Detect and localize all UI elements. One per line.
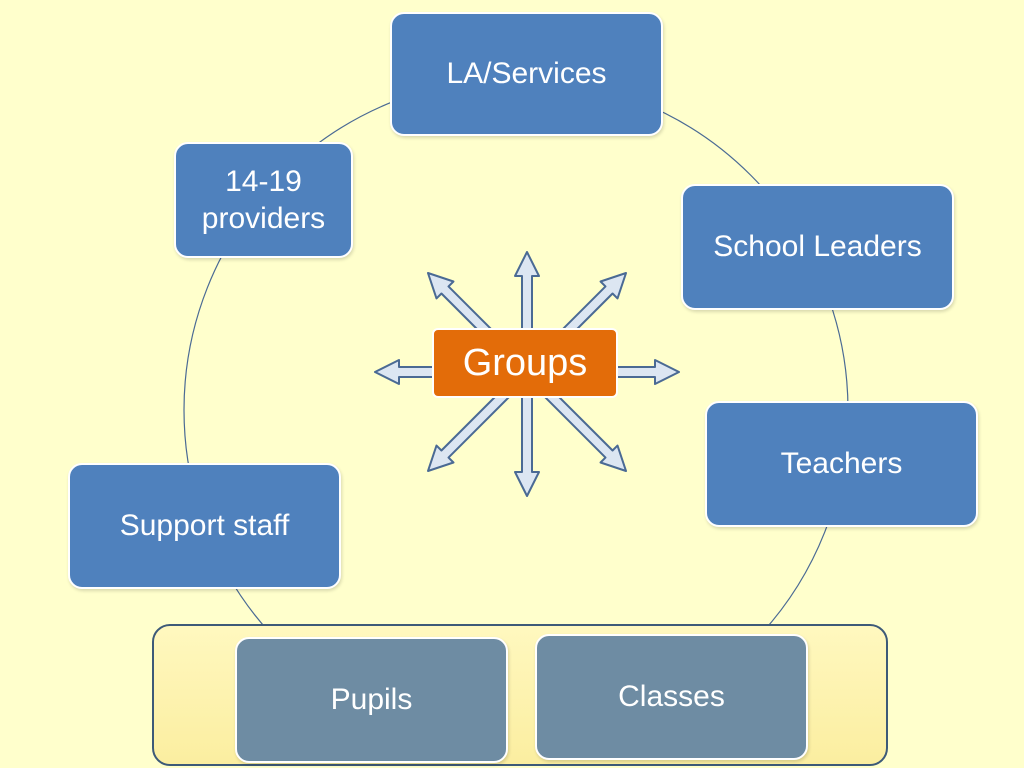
node-teachers: Teachers [705, 401, 978, 527]
node-la-services: LA/Services [390, 12, 663, 136]
node-la-services-label: LA/Services [446, 57, 607, 91]
node-pupils-label: Pupils [330, 683, 413, 717]
node-school-leaders: School Leaders [681, 184, 954, 310]
node-providers-label-line1: 14-19 [225, 164, 302, 198]
node-providers-label-line2: providers [201, 202, 326, 235]
node-groups-center: Groups [432, 328, 618, 398]
node-classes-label: Classes [618, 680, 725, 714]
node-support-staff-label: Support staff [119, 509, 290, 543]
node-teachers-label: Teachers [780, 447, 903, 481]
node-school-leaders-label: School Leaders [713, 230, 922, 264]
node-classes: Classes [535, 634, 808, 760]
node-groups-label: Groups [462, 341, 588, 384]
node-14-19-providers: 14-19 providers [174, 142, 353, 258]
node-support-staff: Support staff [68, 463, 341, 589]
node-pupils: Pupils [235, 637, 508, 763]
